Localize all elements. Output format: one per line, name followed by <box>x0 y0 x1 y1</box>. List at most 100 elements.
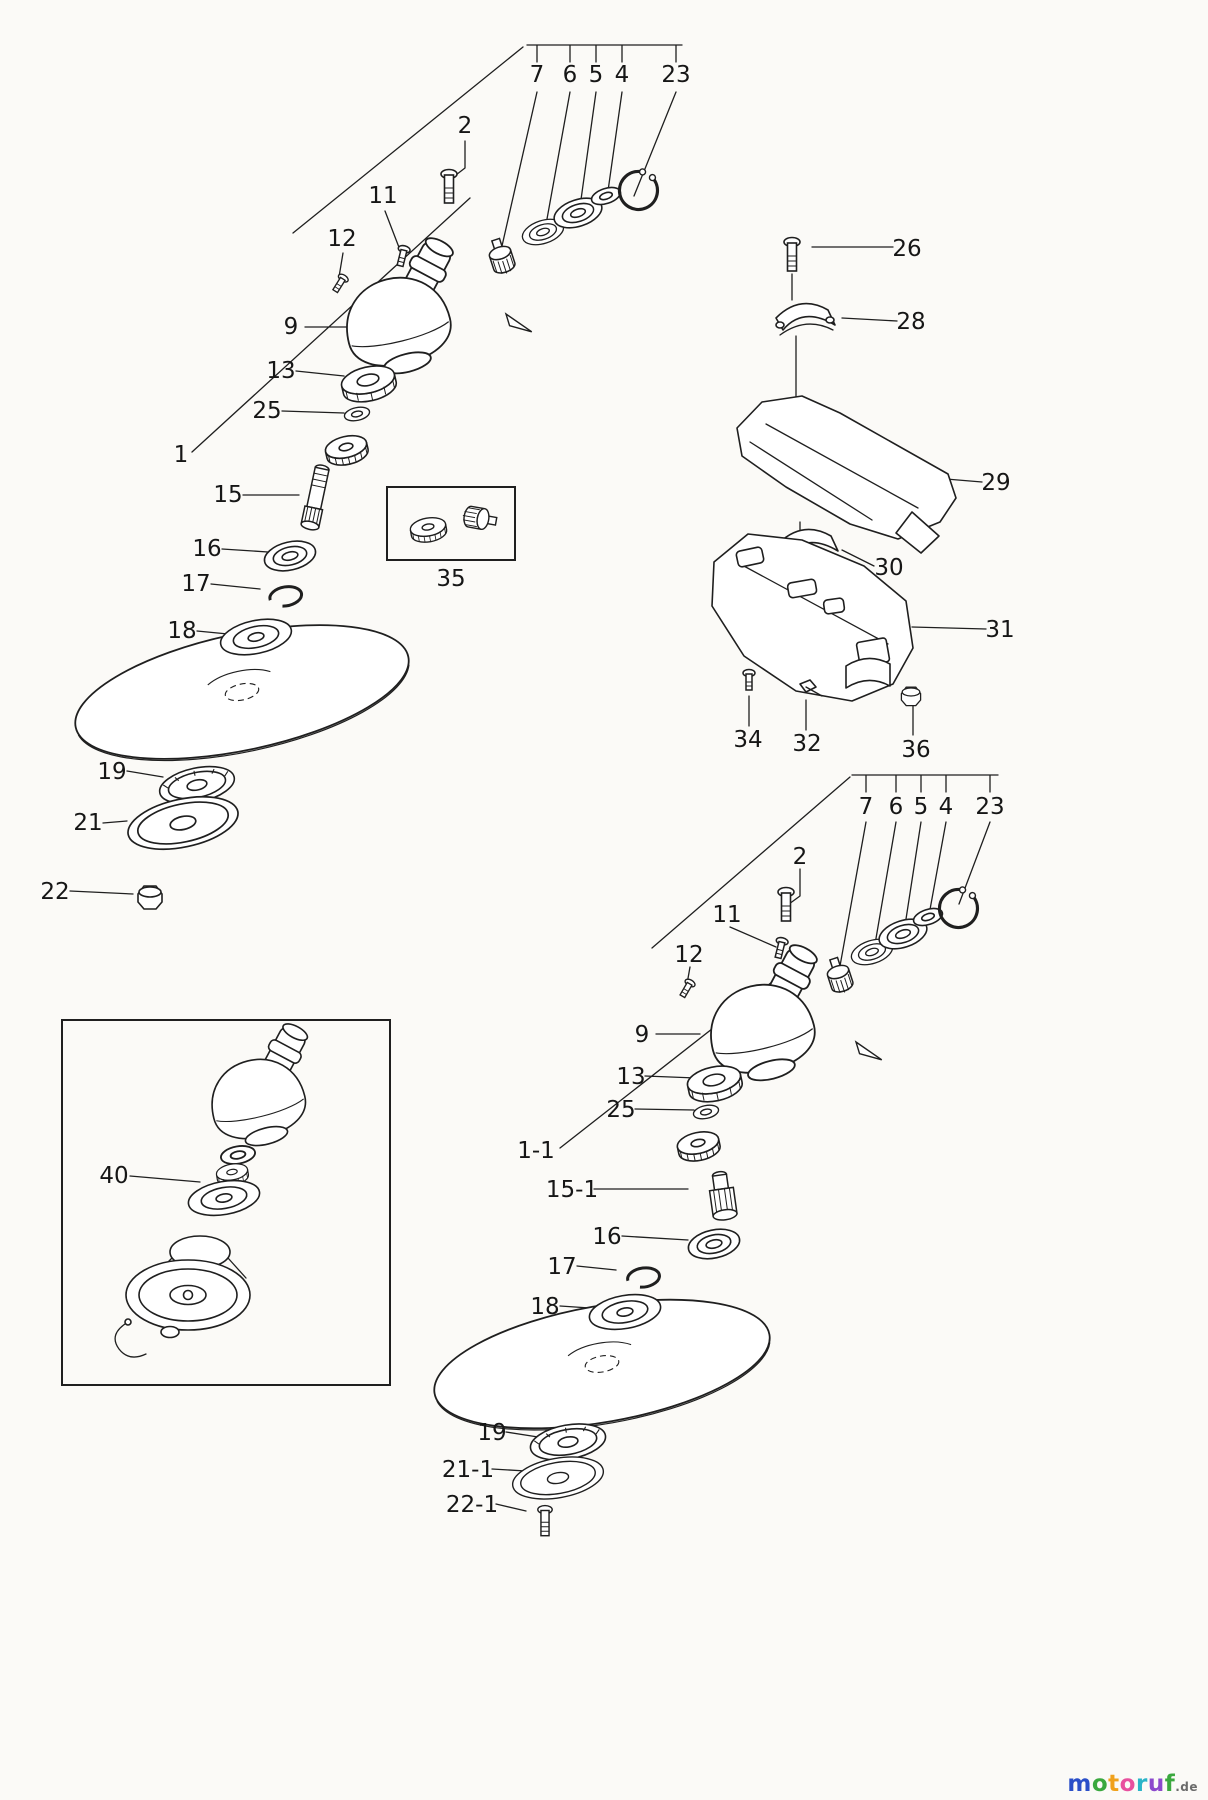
part-holder-13-a <box>337 360 400 408</box>
spool-housing-40 <box>114 1235 251 1358</box>
guard-29-end-flap <box>895 511 940 554</box>
part-label-36: 36 <box>901 737 930 763</box>
part-gear-b <box>674 1127 723 1166</box>
part-bearing-16-a <box>260 535 320 577</box>
part-snapring-17-b <box>624 1264 663 1291</box>
part-clip-32 <box>799 679 817 693</box>
part-label-a-25: 25 <box>252 398 281 424</box>
part-label-b-25: 25 <box>606 1097 635 1123</box>
part-label-a-2: 2 <box>458 113 473 139</box>
part-label-a-13: 13 <box>266 358 295 384</box>
part-label-b-22-1: 22-1 <box>446 1492 498 1518</box>
part-label-b-19: 19 <box>477 1420 506 1446</box>
part-label-b-11: 11 <box>712 902 741 928</box>
part-label-a-22: 22 <box>40 879 69 905</box>
part-bearing-16-b <box>684 1224 744 1264</box>
part-label-28: 28 <box>896 309 925 335</box>
part-label-29: 29 <box>981 470 1010 496</box>
guard-31-slot-2 <box>786 578 818 599</box>
part-label-a-1: 1 <box>174 442 189 468</box>
logo-letter-t: t <box>1108 1771 1120 1797</box>
part-nut-22-a <box>137 885 163 910</box>
part-label-32: 32 <box>792 731 821 757</box>
part-label-a-15: 15 <box>213 482 242 508</box>
part-label-b-18: 18 <box>530 1294 559 1320</box>
part-bevel-gear-35b <box>460 504 499 533</box>
part-label-a-11: 11 <box>368 183 397 209</box>
part-nut-36 <box>900 686 922 707</box>
part-gearshaft-15-1 <box>706 1169 739 1223</box>
drive-pin-tip-b <box>852 1041 886 1062</box>
part-label-a-23: 23 <box>661 62 690 88</box>
part-label-b-4: 4 <box>939 794 954 820</box>
part-screw-34 <box>742 668 756 691</box>
part-label-a-5: 5 <box>589 62 604 88</box>
logo-letter-o2: o <box>1119 1771 1136 1797</box>
part-label-b-23: 23 <box>975 794 1004 820</box>
guard-31-lug <box>845 657 891 689</box>
guard-assembly: 26 28 29 30 31 34 32 36 <box>711 236 1015 763</box>
part-screw-12-b <box>677 976 697 1000</box>
leader-lines-guard <box>748 246 987 736</box>
part-label-31: 31 <box>985 617 1014 643</box>
logo-letter-f: f <box>1164 1771 1176 1797</box>
part-gear-a <box>322 431 372 470</box>
part-label-a-12: 12 <box>327 226 356 252</box>
part-screw-12-a <box>329 271 351 295</box>
logo-letter-u: u <box>1147 1771 1165 1797</box>
assembly-gearcase-left: 7 6 5 4 23 2 11 12 9 13 25 1 15 16 17 18… <box>40 44 691 910</box>
leader-lines-b <box>491 774 999 1512</box>
part-clamp-28 <box>775 302 836 331</box>
guard-29-ridges <box>749 423 919 521</box>
part-label-a-19: 19 <box>97 759 126 785</box>
part-label-b-16: 16 <box>592 1224 621 1250</box>
part-label-b-21-1: 21-1 <box>442 1457 494 1483</box>
part-gear-35a <box>408 514 449 546</box>
part-circlip-23-a <box>615 165 662 214</box>
part-washer-25-b <box>691 1102 721 1122</box>
part-shaft-15-a <box>299 462 333 533</box>
part-holder-13-b <box>684 1060 746 1107</box>
part-cup-21-a <box>122 787 244 859</box>
part-label-b-5: 5 <box>914 794 929 820</box>
leader-line-40 <box>129 1175 201 1183</box>
part-label-b-2: 2 <box>793 844 808 870</box>
clip-32-tail <box>805 686 823 697</box>
drive-pin-tip-a <box>502 313 536 334</box>
clamp-28-hole-left <box>775 321 785 329</box>
part-label-b-15-1: 15-1 <box>546 1177 598 1203</box>
motoruf-logo[interactable]: motoruf.de <box>1067 1771 1198 1797</box>
part-guard-29 <box>736 395 957 540</box>
part-label-40: 40 <box>99 1163 128 1189</box>
part-circlip-23-b <box>935 883 982 932</box>
part-label-34: 34 <box>733 727 762 753</box>
part-label-a-6: 6 <box>563 62 578 88</box>
part-bolt-2-a <box>440 168 458 204</box>
part-washer-4-a <box>588 183 624 209</box>
part-label-a-4: 4 <box>615 62 630 88</box>
part-label-b-13: 13 <box>616 1064 645 1090</box>
part-label-a-7: 7 <box>530 62 545 88</box>
assembly-gearcase-right: 7 6 5 4 23 2 11 12 9 13 25 1-1 15-1 16 1… <box>423 774 1005 1537</box>
part-gearbox-inset <box>193 1011 337 1157</box>
part-bolt-22-1 <box>537 1504 553 1537</box>
guard-31-ridge <box>741 564 889 645</box>
part-washer-25-a <box>342 404 372 424</box>
clamp-28-hole-right <box>825 316 835 324</box>
inset-trimmer-head: 40 <box>61 1011 391 1386</box>
guard-31-slot-3 <box>822 597 846 615</box>
part-label-a-16: 16 <box>192 536 221 562</box>
part-label-26: 26 <box>892 236 921 262</box>
part-label-a-18: 18 <box>167 618 196 644</box>
part-label-b-7: 7 <box>859 794 874 820</box>
logo-suffix: .de <box>1175 1780 1198 1794</box>
part-label-b-17: 17 <box>547 1254 576 1280</box>
logo-letter-r: r <box>1135 1771 1148 1797</box>
part-pinion-7-a <box>484 235 518 278</box>
part-snapring-17-a <box>266 582 305 611</box>
part-pinion-7-b <box>822 954 856 997</box>
part-clamp-28-lower <box>779 323 834 336</box>
detail-box-35 <box>386 486 516 561</box>
